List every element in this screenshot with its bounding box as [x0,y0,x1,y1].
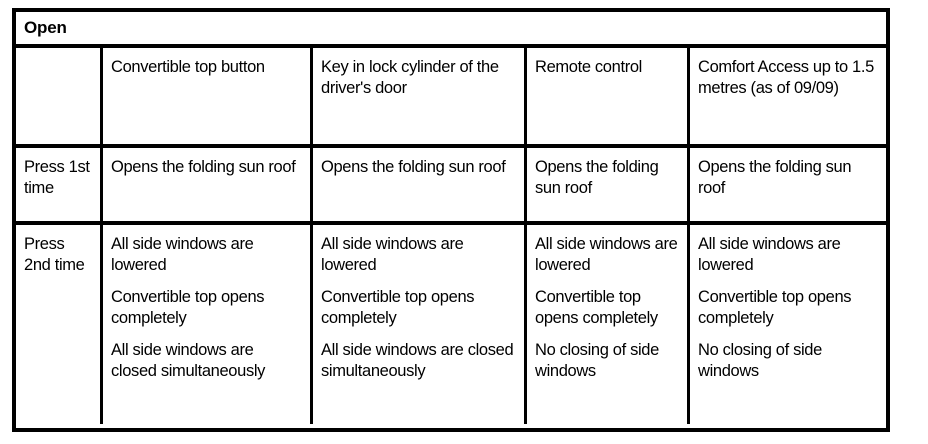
table-header-row: Convertible top button Key in lock cylin… [16,48,886,148]
cell-paragraph: Opens the folding sun roof [535,158,659,197]
table-row: Press 2nd time All side windows are lowe… [16,225,886,424]
cell-paragraph: All side windows are lowered [111,235,254,274]
table-row: Press 1st time Opens the folding sun roo… [16,148,886,225]
column-header-remote-control: Remote control [527,48,690,144]
cell-paragraph: All side windows are closed simultaneous… [111,340,266,380]
cell-press2-convertible-top-button: All side windows are lowered Convertible… [103,225,313,424]
cell-paragraph: All side windows are lowered [698,235,841,274]
header-corner-cell [16,48,103,144]
cell-paragraph: Opens the folding sun roof [321,158,506,176]
column-header-key-in-lock-cylinder: Key in lock cylinder of the driver's doo… [313,48,527,144]
column-header-convertible-top-button: Convertible top button [103,48,313,144]
cell-paragraph: Convertible top opens completely [111,287,265,327]
cell-paragraph: All side windows are lowered [321,235,464,274]
table-title: Open [24,18,67,37]
column-header-comfort-access: Comfort Access up to 1.5 metres (as of 0… [698,58,874,97]
cell-press1-remote-control: Opens the folding sun roof [527,148,690,221]
cell-press2-key-in-lock-cylinder: All side windows are lowered Convertible… [313,225,527,424]
table-title-row: Open [16,12,886,48]
cell-paragraph: No closing of side windows [698,340,822,380]
cell-press1-comfort-access: Opens the folding sun roof [690,148,886,221]
cell-paragraph: No closing of side windows [535,340,659,380]
row-label-press-2nd-time: Press 2nd time [16,225,103,424]
cell-press2-remote-control: All side windows are lowered Convertible… [527,225,690,424]
cell-press1-key-in-lock-cylinder: Opens the folding sun roof [313,148,527,221]
operation-table: Open Convertible top button Key in lock … [12,8,890,432]
cell-paragraph: All side windows are closed simultaneous… [321,340,514,380]
cell-press1-convertible-top-button: Opens the folding sun roof [103,148,313,221]
cell-press2-comfort-access: All side windows are lowered Convertible… [690,225,886,424]
cell-paragraph: Convertible top opens completely [535,287,658,327]
cell-paragraph: Convertible top opens completely [698,287,852,327]
cell-paragraph: Convertible top opens completely [321,287,475,327]
cell-paragraph: Opens the folding sun roof [698,158,852,197]
cell-paragraph: Opens the folding sun roof [111,158,296,176]
cell-paragraph: All side windows are lowered [535,235,678,274]
row-label-press-1st-time: Press 1st time [16,148,103,221]
